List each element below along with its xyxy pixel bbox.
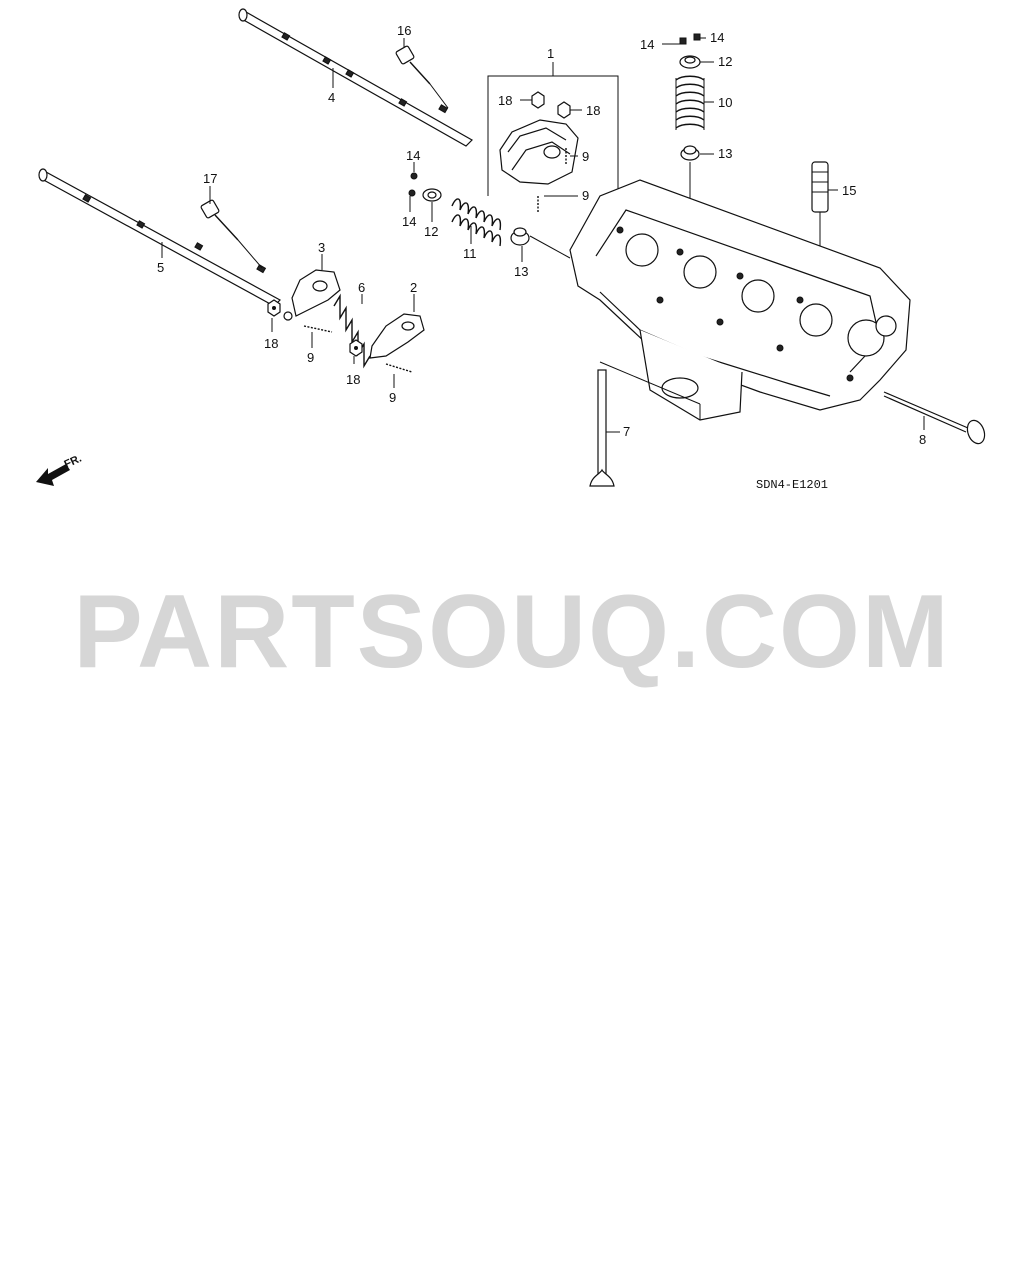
drawing-code: SDN4-E1201 bbox=[756, 478, 828, 492]
bolt-16 bbox=[395, 45, 449, 109]
clip-14-right bbox=[679, 33, 701, 45]
rocker-assembly-1 bbox=[487, 62, 619, 221]
callout-3: 3 bbox=[318, 240, 325, 255]
callout-5: 5 bbox=[157, 260, 164, 275]
callout-11: 11 bbox=[463, 246, 477, 261]
callout-18a: 18 bbox=[264, 336, 278, 351]
callout-18c: 18 bbox=[498, 93, 512, 108]
callout-7: 7 bbox=[623, 424, 630, 439]
watermark-text: PARTSOUQ.COM bbox=[73, 574, 951, 690]
clip-14-mid bbox=[408, 172, 418, 197]
callout-14c: 14 bbox=[640, 37, 654, 52]
front-direction-indicator: FR. bbox=[36, 453, 84, 486]
nut-18-mid bbox=[349, 339, 363, 357]
retainer-12-right bbox=[679, 55, 701, 69]
callout-13b: 13 bbox=[718, 146, 732, 161]
callout-10: 10 bbox=[718, 95, 732, 110]
bolt-17 bbox=[200, 199, 263, 269]
callout-16: 16 bbox=[397, 23, 411, 38]
callout-12b: 12 bbox=[718, 54, 732, 69]
valve-7 bbox=[589, 361, 701, 487]
callout-2: 2 bbox=[410, 280, 417, 295]
rocker-arm-2 bbox=[369, 313, 425, 359]
callout-15: 15 bbox=[842, 183, 856, 198]
exploded-parts-diagram: 1 2 3 4 5 6 7 8 9 9 9 9 10 11 12 12 13 1… bbox=[36, 8, 986, 492]
rocker-shaft-5 bbox=[38, 168, 281, 307]
callout-9d: 9 bbox=[582, 188, 589, 203]
spring-10 bbox=[675, 75, 705, 130]
callout-4: 4 bbox=[328, 90, 335, 105]
callout-18d: 18 bbox=[586, 103, 600, 118]
spring-6 bbox=[333, 293, 371, 369]
screw-9-left bbox=[303, 325, 333, 333]
callout-14a: 14 bbox=[406, 148, 420, 163]
rocker-shaft-4 bbox=[238, 8, 473, 147]
retainer-12-mid bbox=[422, 188, 442, 202]
callout-6: 6 bbox=[358, 280, 365, 295]
screw-9-mid bbox=[385, 363, 413, 373]
callout-8: 8 bbox=[919, 432, 926, 447]
callout-labels: 1 2 3 4 5 6 7 8 9 9 9 9 10 11 12 12 13 1… bbox=[157, 23, 926, 447]
callout-17: 17 bbox=[203, 171, 217, 186]
rocker-arm-3 bbox=[283, 269, 341, 321]
callout-1: 1 bbox=[547, 46, 554, 61]
callout-18b: 18 bbox=[346, 372, 360, 387]
nut-18-left bbox=[267, 299, 281, 317]
front-arrow-icon bbox=[36, 464, 70, 486]
seal-13-mid bbox=[510, 227, 571, 259]
callout-9a: 9 bbox=[307, 350, 314, 365]
spring-11 bbox=[451, 198, 502, 247]
callout-12a: 12 bbox=[424, 224, 438, 239]
callout-13a: 13 bbox=[514, 264, 528, 279]
callout-14d: 14 bbox=[710, 30, 724, 45]
valve-8 bbox=[883, 391, 986, 445]
leader-lines bbox=[161, 37, 838, 388]
callout-14b: 14 bbox=[402, 214, 416, 229]
callout-9c: 9 bbox=[582, 149, 589, 164]
cylinder-head bbox=[569, 179, 911, 421]
callout-9b: 9 bbox=[389, 390, 396, 405]
front-label: FR. bbox=[62, 453, 83, 471]
